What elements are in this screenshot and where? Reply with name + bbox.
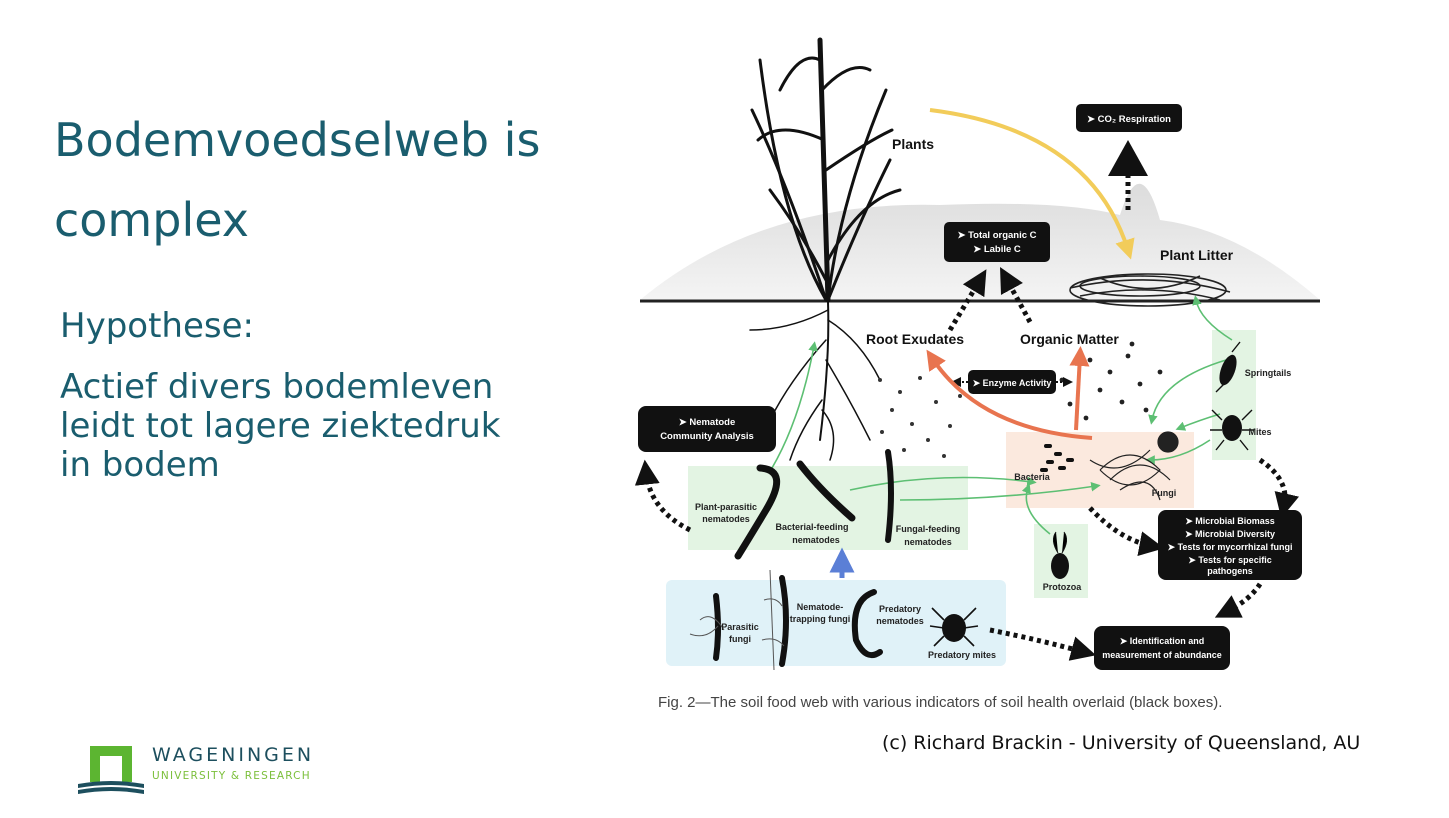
exudate-particles [878, 376, 962, 458]
indicator-box-nematode: ➤ Nematode Community Analysis [638, 406, 776, 452]
label-plant-litter: Plant Litter [1160, 247, 1234, 263]
indicator-arrows [634, 147, 1299, 661]
label-plant-parasitic-2: nematodes [702, 514, 750, 524]
label-nematode-trapping: Nematode- [797, 602, 844, 612]
predator-zone [666, 580, 1006, 666]
label-predatory-mites: Predatory mites [928, 650, 996, 660]
box-microbial-biomass: ➤ Microbial Biomass [1185, 516, 1275, 526]
wur-logo: WAGENINGEN UNIVERSITY & RESEARCH [76, 744, 336, 796]
mite-illustration [1210, 409, 1254, 451]
plant-illustration [749, 37, 902, 461]
hypothesis-label: Hypothese: [60, 306, 254, 346]
nematode-illustrations [713, 449, 894, 667]
indicator-box-identification: ➤ Identification and measurement of abun… [1094, 626, 1230, 670]
indicator-box-co2: ➤ CO₂ Respiration [1076, 104, 1182, 176]
label-plants: Plants [892, 136, 934, 152]
image-credit: (c) Richard Brackin - University of Quee… [882, 732, 1361, 754]
label-bacterial-feeding-2: nematodes [792, 535, 840, 545]
indicator-box-enzyme: ➤ Enzyme Activity [968, 370, 1056, 394]
predatory-mite-illustration [929, 607, 979, 647]
yellow-arrow [929, 108, 1135, 260]
label-fungal-feeding: Fungal-feeding [896, 524, 961, 534]
box-identification-2: measurement of abundance [1102, 650, 1222, 660]
label-bacterial-feeding: Bacterial-feeding [775, 522, 848, 532]
label-protozoa: Protozoa [1043, 582, 1082, 592]
box-total-organic-c: ➤ Total organic C [957, 230, 1036, 241]
label-organic-matter: Organic Matter [1020, 331, 1119, 347]
label-mites: Mites [1248, 427, 1271, 437]
box-pathogens-1: ➤ Tests for specific [1188, 555, 1271, 565]
box-enzyme-activity: ➤ Enzyme Activity [973, 378, 1052, 388]
logo-wordmark: WAGENINGEN [152, 744, 315, 766]
box-pathogens-2: pathogens [1207, 566, 1253, 576]
orange-arrow-exudates [926, 349, 1093, 440]
fungi-illustration [1089, 431, 1179, 501]
label-predatory-nematodes-2: nematodes [876, 616, 924, 626]
indicator-box-carbon: ➤ Total organic C ➤ Labile C [944, 222, 1050, 262]
box-labile-c: ➤ Labile C [973, 244, 1021, 255]
label-springtails: Springtails [1245, 368, 1292, 378]
orange-arrow-organic [1069, 346, 1090, 431]
label-root-exudates: Root Exudates [866, 331, 964, 347]
slide-title: Bodemvoedselweb is complex [54, 113, 541, 247]
box-mycorrhizal: ➤ Tests for mycorrhizal fungi [1168, 542, 1293, 552]
green-arrows [771, 295, 1233, 535]
box-co2-text: ➤ CO₂ Respiration [1087, 114, 1171, 125]
wur-logo-icon [78, 746, 144, 794]
label-bacteria: Bacteria [1014, 472, 1051, 482]
box-nematode-1: ➤ Nematode [679, 417, 736, 428]
label-parasitic-fungi-2: fungi [729, 634, 751, 644]
label-fungal-feeding-2: nematodes [904, 537, 952, 547]
label-plant-parasitic: Plant-parasitic [695, 502, 757, 512]
protozoa-illustration [1051, 531, 1069, 579]
box-nematode-2: Community Analysis [660, 431, 754, 442]
label-fungi: Fungi [1152, 488, 1177, 498]
fungal-hyphae [689, 569, 785, 671]
bacteria-illustration [1040, 444, 1074, 472]
label-parasitic-fungi: Parasitic [721, 622, 759, 632]
box-identification-1: ➤ Identification and [1120, 636, 1205, 646]
label-predatory-nematodes: Predatory [879, 604, 921, 614]
label-nematode-trapping-2: trapping fungi [790, 614, 851, 624]
logo-subtitle: UNIVERSITY & RESEARCH [152, 770, 311, 782]
springtail-illustration [1215, 341, 1241, 393]
hypothesis-text: Actief divers bodemleven leidt tot lager… [60, 367, 501, 485]
indicator-box-microbial: ➤ Microbial Biomass ➤ Microbial Diversit… [1158, 510, 1302, 580]
plant-litter-illustration [1069, 273, 1231, 307]
soil-food-web-diagram: Plants Plant Litter Root Exudates Organi… [634, 37, 1320, 671]
box-microbial-diversity: ➤ Microbial Diversity [1185, 529, 1275, 539]
organic-matter-particles [1059, 341, 1163, 421]
figure-caption: Fig. 2—The soil food web with various in… [658, 694, 1223, 711]
